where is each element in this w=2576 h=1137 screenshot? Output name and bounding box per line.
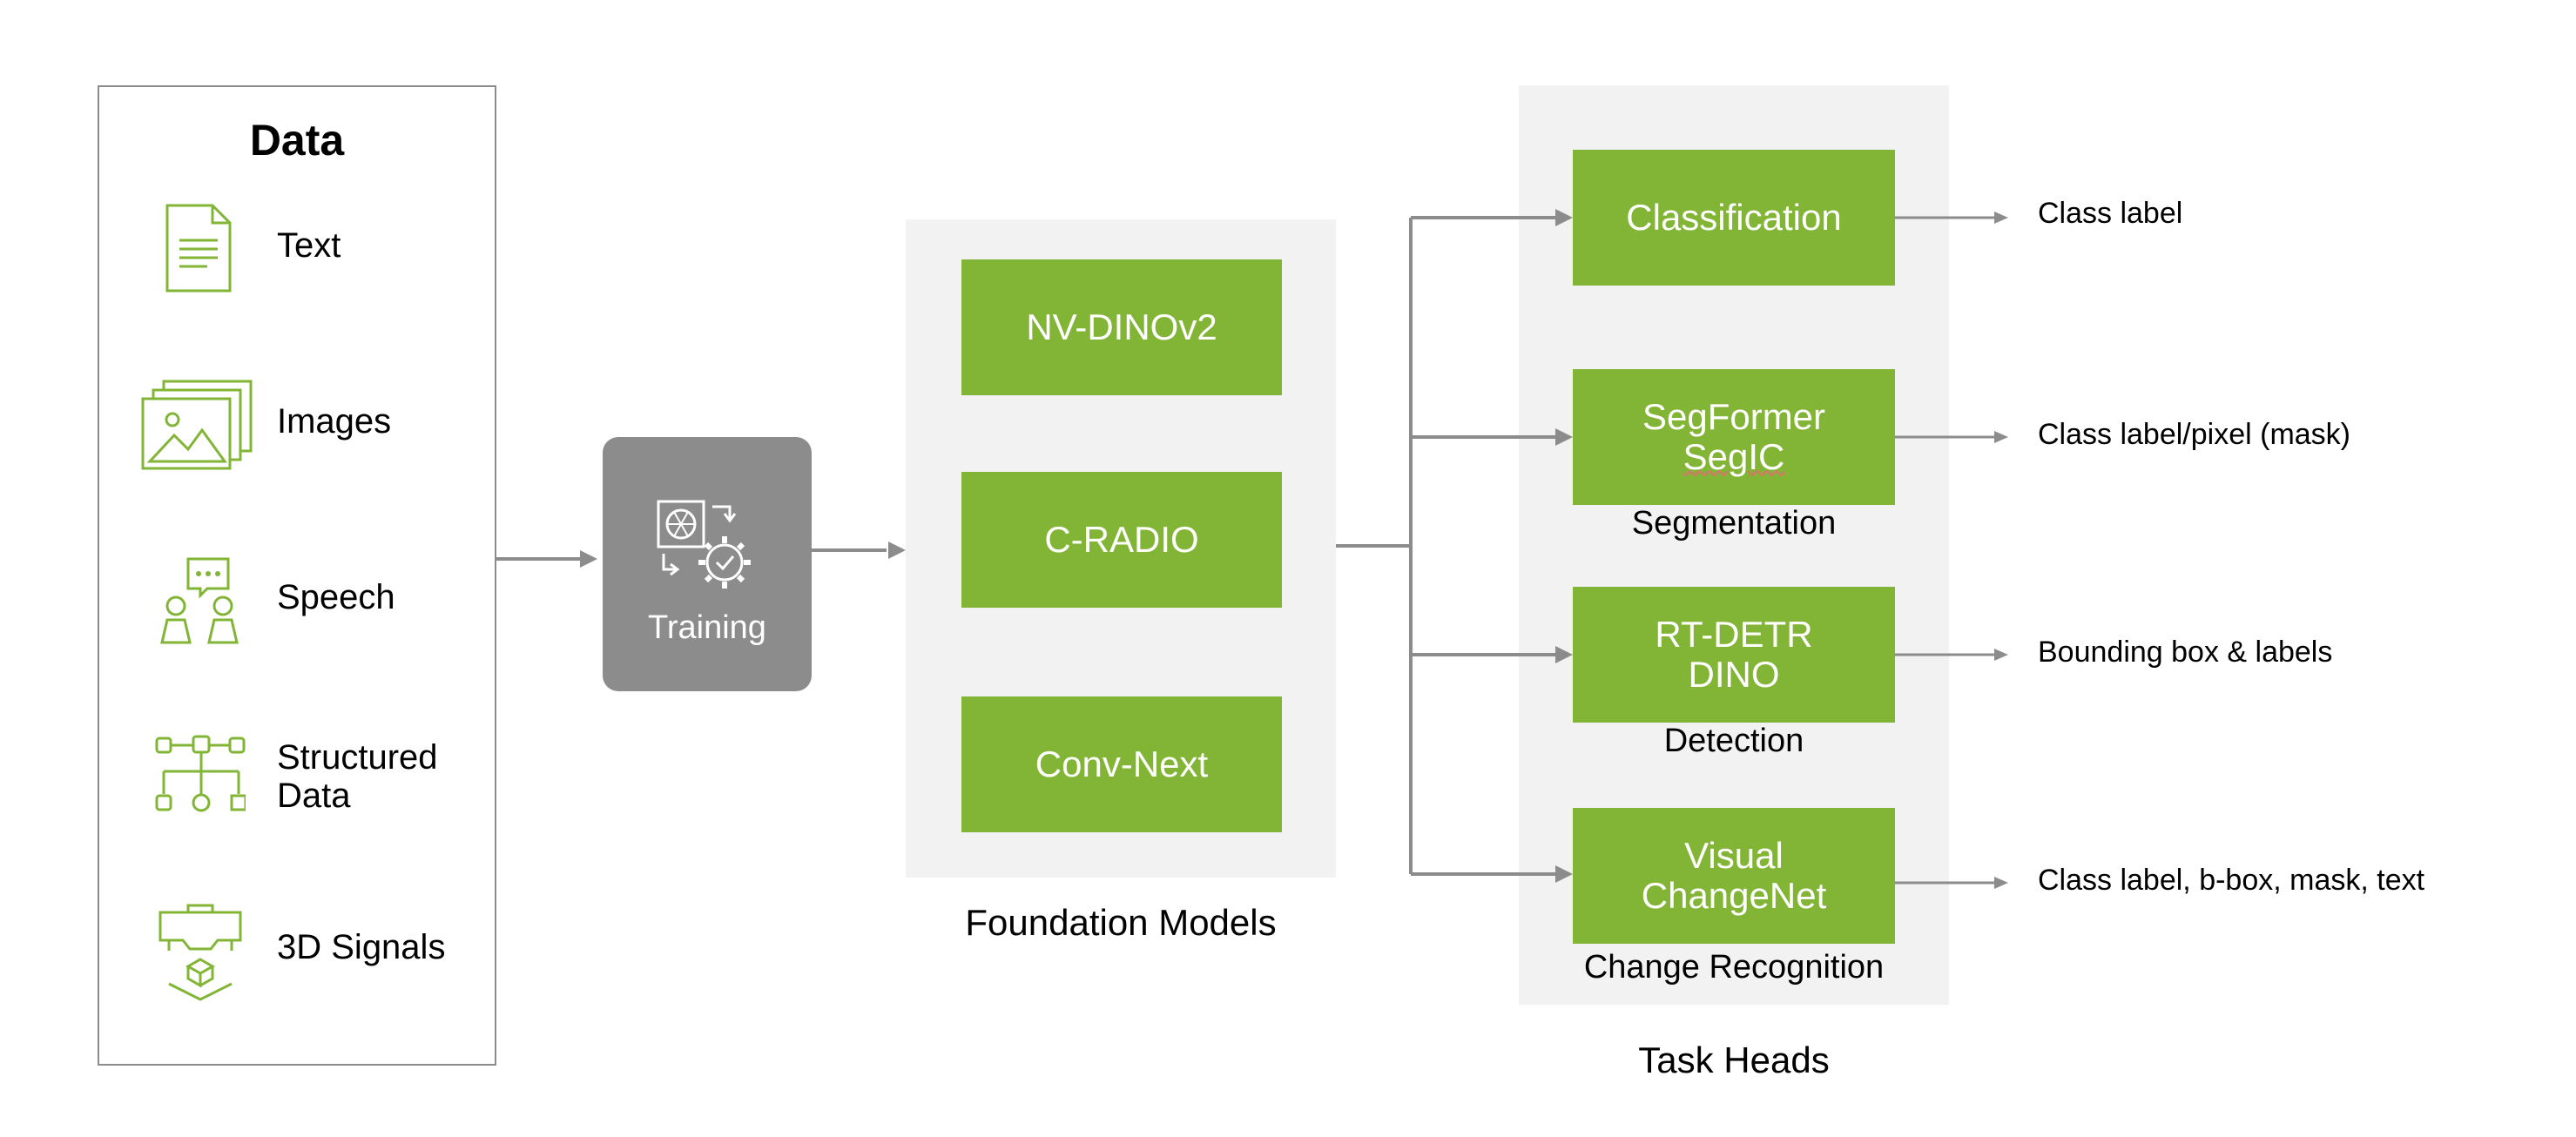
data-panel [98,85,496,1066]
detection-caption: Detection [1663,723,1804,759]
model-box-nv-dinov2: NV-DINOv2 [961,259,1282,395]
task-box-visual: Visual [1684,835,1784,876]
arrowhead-detection [1555,646,1573,663]
task-box-segformer: SegFormer [1642,396,1826,437]
data-panel-title: Data [249,116,345,165]
output-class-label-pixel: Class label/pixel (mask) [2038,418,2350,451]
task-box-classification: Classification [1573,150,1895,286]
training-gear-icon [657,500,751,589]
task-box-rt-detr: RT-DETR [1655,614,1813,655]
task-box-segmentation: SegFormer SegIC [1573,369,1895,505]
arrowhead-classification [1555,209,1573,226]
data-item-images: Images [277,402,392,441]
output-class-label: Class label [2038,197,2183,230]
task-box-dino: DINO [1688,654,1780,695]
training-label: Training [648,609,766,646]
output-bounding-box: Bounding box & labels [2038,636,2333,669]
arrowhead-change [1555,865,1573,883]
task-box-detection: RT-DETR DINO [1573,587,1895,723]
arrowhead-out-classification [1994,212,2008,224]
task-box-segic: SegIC [1682,436,1785,477]
task-box-change: Visual ChangeNet [1573,808,1895,944]
data-item-text: Text [277,226,341,265]
arrowhead-models [888,542,906,559]
arrowhead-training [580,550,597,568]
arrowhead-segmentation [1555,428,1573,446]
arrowhead-out-segmentation [1994,431,2008,443]
model-box-c-radio: C-RADIO [961,472,1282,608]
arrowhead-out-detection [1994,649,2008,661]
structured-data-icon [155,735,246,812]
arrowhead-out-change [1994,877,2008,889]
segmentation-caption: Segmentation [1631,505,1837,542]
model-box-conv-next: Conv-Next [961,696,1282,832]
3d-signals-icon [158,904,242,1001]
data-item-structured: Structured Data [277,738,438,815]
images-icon [141,380,253,470]
task-box-changenet: ChangeNet [1641,875,1827,916]
task-heads-caption: Task Heads [1638,1039,1830,1080]
data-item-structured-line2: Data [277,777,351,815]
output-class-bbox-mask: Class label, b-box, mask, text [2038,864,2425,897]
foundation-models-caption: Foundation Models [965,902,1277,943]
data-item-structured-line1: Structured [277,738,438,777]
document-icon [165,204,232,293]
speech-icon [160,557,239,644]
change-recognition-caption: Change Recognition [1583,949,1885,986]
data-item-speech: Speech [277,578,395,616]
data-item-3d-signals: 3D Signals [277,928,446,966]
